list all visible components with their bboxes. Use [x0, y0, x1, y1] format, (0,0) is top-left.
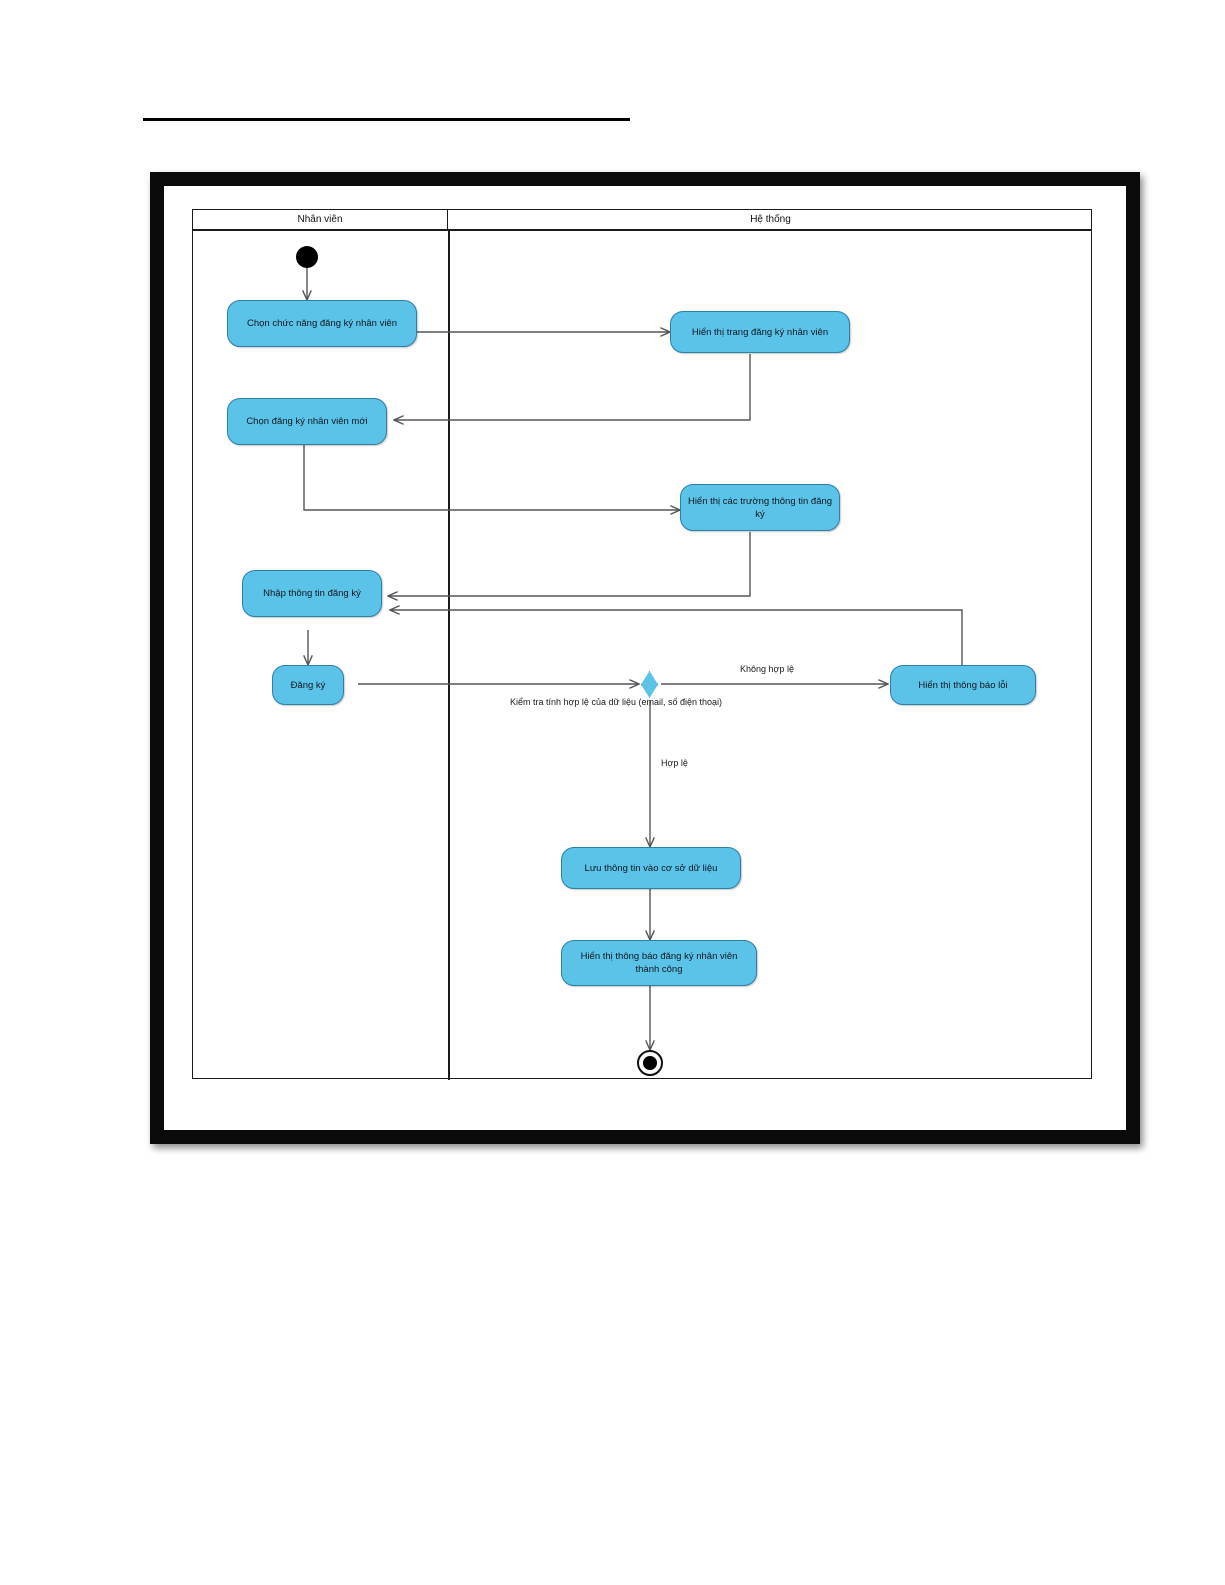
edge-label-hop-le: Hợp lệ [661, 758, 688, 768]
final-node [637, 1050, 663, 1076]
activity-node-dang-ky[interactable]: Đăng ký [272, 665, 344, 705]
activity-node-hien-thi-trang-dang-ky-nhan-vien[interactable]: Hiển thị trang đăng ký nhân viên [670, 311, 850, 353]
activity-node-hien-thi-thong-bao-loi[interactable]: Hiển thị thông báo lỗi [890, 665, 1036, 705]
activity-node-luu-thong-tin-vao-co-so-du-lieu[interactable]: Lưu thông tin vào cơ sở dữ liệu [561, 847, 741, 889]
activity-diagram-canvas: Nhân viên Hệ thống [172, 192, 1112, 1092]
activity-node-chon-chuc-nang-dang-ky-nhan-vien[interactable]: Chọn chức năng đăng ký nhân viên [227, 300, 417, 347]
decision-note-label: Kiểm tra tính hợp lệ của dữ liệu (email,… [510, 697, 723, 707]
swimlane-header-he-thong: Hệ thống [750, 214, 791, 225]
activity-node-nhap-thong-tin-dang-ky[interactable]: Nhập thông tin đăng ký [242, 570, 382, 617]
activity-node-hien-thi-thong-bao-dang-ky-thanh-cong[interactable]: Hiển thị thông báo đăng ký nhân viên thà… [561, 940, 757, 986]
swimlane-divider [448, 231, 450, 1080]
activity-node-hien-thi-cac-truong-thong-tin-dang-ky[interactable]: Hiển thị các trường thông tin đăng ký [680, 484, 840, 531]
activity-node-chon-dang-ky-nhan-vien-moi[interactable]: Chọn đăng ký nhân viên mới [227, 398, 387, 445]
swimlane-header-row: Nhân viên Hệ thống [193, 210, 1091, 231]
edge-label-khong-hop-le: Không hợp lệ [740, 664, 794, 674]
initial-node [296, 246, 318, 268]
decision-node-kiem-tra-tinh-hop-le[interactable] [641, 671, 658, 698]
swimlane-header-nhan-vien: Nhân viên [193, 210, 448, 230]
page-top-rule [143, 118, 630, 121]
